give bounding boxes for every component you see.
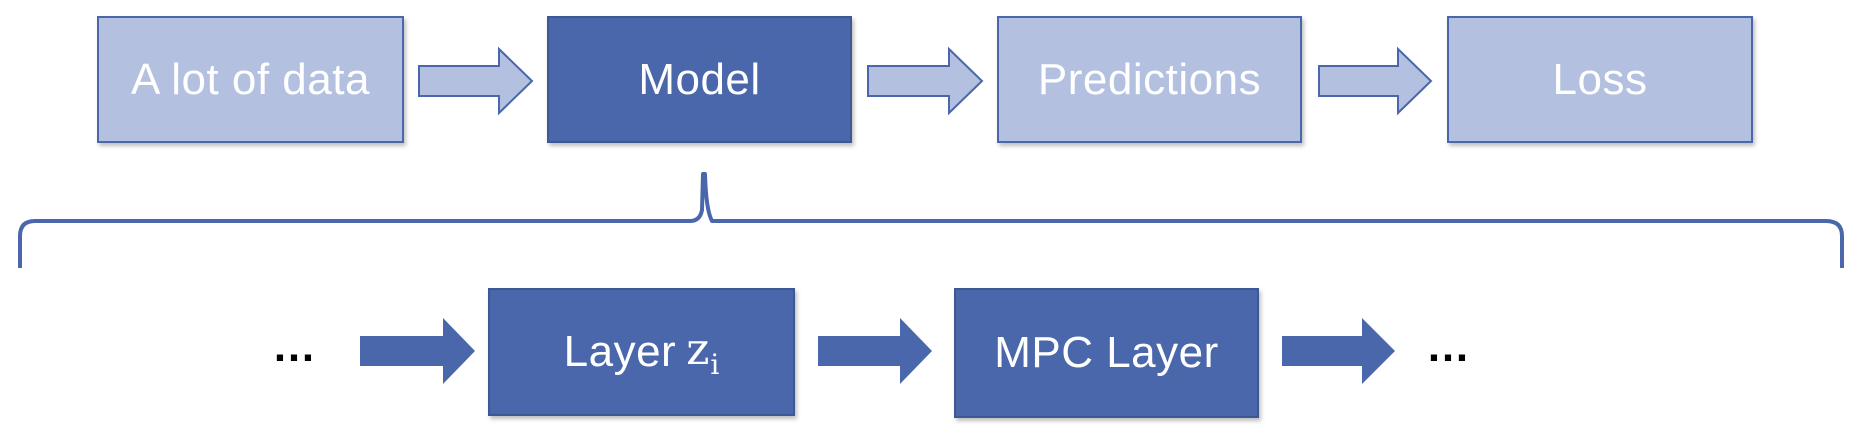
curly-brace-icon: [18, 172, 1844, 268]
data-box: A lot of data: [97, 16, 404, 143]
data-box-label: A lot of data: [131, 54, 370, 104]
arrow-right-icon: [818, 318, 932, 384]
layer-z-symbol: zi: [686, 324, 719, 381]
layer-z-subscript: i: [710, 347, 720, 381]
model-box: Model: [547, 16, 852, 143]
arrow-right-icon: [867, 46, 984, 116]
predictions-box: Predictions: [997, 16, 1302, 143]
arrow-right-icon: [418, 46, 534, 116]
model-box-label: Model: [638, 54, 761, 104]
arrow-right-icon: [1282, 318, 1395, 384]
layer-z-box-label: Layer: [563, 327, 677, 376]
mpc-layer-box-label: MPC Layer: [994, 328, 1219, 377]
loss-box-label: Loss: [1552, 54, 1648, 104]
right-ellipsis: …: [1426, 322, 1472, 371]
layer-z-box: Layer zi: [488, 288, 795, 416]
predictions-box-label: Predictions: [1037, 54, 1262, 104]
mpc-layer-box: MPC Layer: [954, 288, 1259, 418]
layer-z-symbol-base: z: [686, 323, 710, 375]
arrow-right-icon: [1318, 46, 1433, 116]
left-ellipsis: …: [272, 322, 318, 371]
loss-box: Loss: [1447, 16, 1753, 143]
arrow-right-icon: [360, 318, 475, 384]
